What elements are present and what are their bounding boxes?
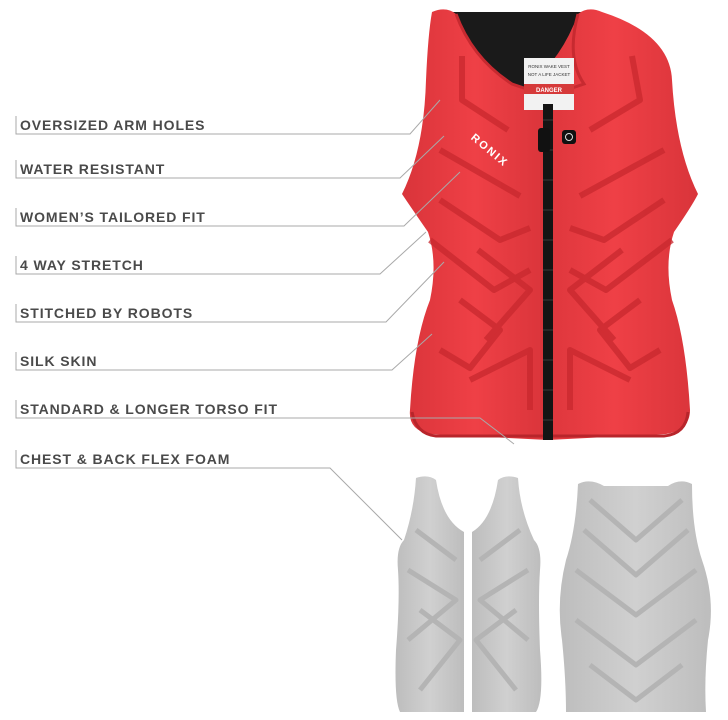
foam-back-panel bbox=[559, 481, 711, 712]
feature-flex-foam: CHEST & BACK FLEX FOAM bbox=[20, 451, 231, 467]
feature-silk-skin: SILK SKIN bbox=[20, 353, 98, 369]
svg-text:RONIX WAKE VEST: RONIX WAKE VEST bbox=[528, 64, 570, 69]
feature-torso-fit: STANDARD & LONGER TORSO FIT bbox=[20, 401, 278, 417]
feature-stitched-by-robots: STITCHED BY ROBOTS bbox=[20, 305, 194, 321]
zipper-pull bbox=[538, 128, 550, 152]
feature-4-way-stretch: 4 WAY STRETCH bbox=[20, 257, 144, 273]
feature-oversized-arm-holes: OVERSIZED ARM HOLES bbox=[20, 117, 206, 133]
red-vest-front: RONIX RONIX WAKE VEST NOT A LIFE JACKET … bbox=[402, 9, 698, 441]
svg-text:DANGER: DANGER bbox=[536, 88, 563, 94]
svg-text:NOT A LIFE JACKET: NOT A LIFE JACKET bbox=[528, 72, 571, 77]
feature-water-resistant: WATER RESISTANT bbox=[20, 161, 166, 177]
feature-womens-tailored-fit: WOMEN’S TAILORED FIT bbox=[20, 209, 206, 225]
callout-lines bbox=[15, 99, 515, 541]
vest-inner-tag: RONIX WAKE VEST NOT A LIFE JACKET DANGER bbox=[524, 58, 574, 110]
foam-front-panel bbox=[395, 476, 542, 712]
